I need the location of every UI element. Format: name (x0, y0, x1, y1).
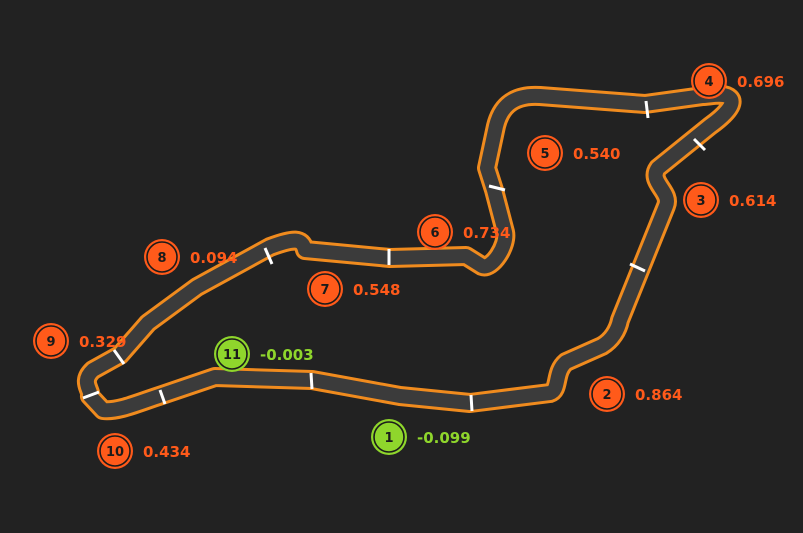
corner-value: -0.099 (417, 429, 471, 447)
sector-tick (82, 390, 100, 400)
corner-marker-disc (419, 216, 451, 248)
corner-marker-7: 7 0.548 (307, 271, 400, 307)
corner-value: 0.548 (353, 281, 400, 299)
corner-value: 0.614 (729, 192, 776, 210)
corner-number: 6 (430, 226, 439, 241)
corner-number: 9 (46, 335, 55, 350)
corner-marker-9: 9 0.329 (33, 323, 126, 359)
corner-value: 0.864 (635, 386, 682, 404)
corner-marker-disc (216, 338, 248, 370)
corner-marker-3: 3 0.614 (683, 182, 776, 218)
sector-tick (692, 137, 707, 152)
corner-marker-11: 11 -0.003 (214, 336, 314, 372)
sector-tick (158, 389, 167, 405)
sector-tick (469, 394, 474, 412)
sector-tick (263, 247, 274, 265)
sector-tick (112, 349, 126, 365)
corner-number: 11 (223, 348, 241, 363)
corner-marker-4: 4 0.696 (691, 63, 784, 99)
corner-marker-disc (591, 378, 623, 410)
corner-number: 7 (320, 283, 329, 298)
corner-marker-disc (685, 184, 717, 216)
corner-number: 2 (602, 388, 611, 403)
sector-tick (629, 262, 646, 273)
corner-marker-8: 8 0.094 (144, 239, 237, 275)
corner-value: 0.696 (737, 73, 784, 91)
corner-number: 8 (157, 251, 166, 266)
corner-number: 10 (106, 445, 124, 460)
corner-value: 0.094 (190, 249, 237, 267)
corner-marker-2: 2 0.864 (589, 376, 682, 412)
corner-marker-disc (529, 137, 561, 169)
corner-markers: 1 -0.099 2 0.864 3 0.614 4 0.696 5 0.540 6 0.734 7 0.… (33, 63, 784, 469)
corner-number: 3 (696, 194, 705, 209)
track-surface (79, 87, 739, 418)
sector-tick (488, 184, 506, 192)
corner-number: 1 (384, 431, 393, 446)
corner-marker-10: 10 0.434 (97, 433, 190, 469)
corner-marker-1: 1 -0.099 (371, 419, 471, 455)
corner-value: 0.540 (573, 145, 620, 163)
corner-marker-disc (35, 325, 67, 357)
corner-number: 5 (540, 147, 549, 162)
sector-tick (644, 100, 650, 119)
corner-value: 0.734 (463, 224, 510, 242)
corner-marker-disc (99, 435, 131, 467)
sector-ticks (82, 100, 707, 412)
corner-number: 4 (704, 75, 713, 90)
sector-tick (309, 372, 314, 390)
corner-marker-6: 6 0.734 (417, 214, 510, 250)
corner-value: -0.003 (260, 346, 314, 364)
corner-value: 0.329 (79, 333, 126, 351)
corner-marker-disc (373, 421, 405, 453)
corner-marker-disc (309, 273, 341, 305)
corner-marker-disc (146, 241, 178, 273)
corner-marker-5: 5 0.540 (527, 135, 620, 171)
corner-marker-disc (693, 65, 725, 97)
corner-value: 0.434 (143, 443, 190, 461)
